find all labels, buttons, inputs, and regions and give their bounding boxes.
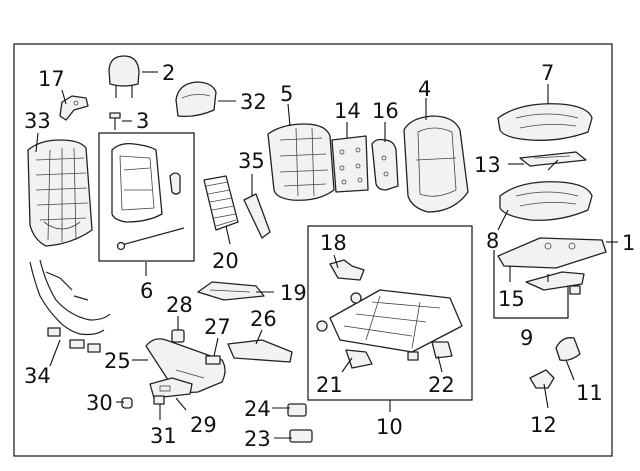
side-trim-part [243,193,271,239]
callout-23: 23 [244,427,271,451]
callout-35: 35 [238,149,265,173]
seat-back-frame-part [111,142,185,251]
callout-4: 4 [418,77,431,101]
seat-cushion-cover-part [499,181,593,221]
switch-part [149,377,193,399]
callout-33: 33 [24,109,51,133]
callout-32: 32 [240,90,267,114]
callout-26: 26 [250,307,277,331]
callout-24: 24 [244,397,271,421]
callout-15: 15 [498,287,525,311]
clip-24-part [287,403,307,417]
trim-bar-part [227,339,293,363]
group-bracket-9 [493,250,569,319]
bracket-part [59,95,89,121]
callout-2: 2 [162,61,175,85]
small-clip-part [205,355,221,365]
callout-20: 20 [212,249,239,273]
wiring-harness-part [29,259,111,353]
clip-23-part [289,429,313,443]
callout-34: 34 [24,364,51,388]
group-box-6 [98,132,195,262]
callout-8: 8 [486,229,499,253]
callout-30: 30 [86,391,113,415]
rail-bracket-part [197,281,265,301]
back-panel-part [331,135,369,193]
seat-back-cover-part [403,115,469,213]
callout-29: 29 [190,413,217,437]
callout-28: 28 [166,293,193,317]
bolt-part [109,112,121,130]
diagram-border [13,43,613,457]
callout-5: 5 [280,82,293,106]
side-shield-part [525,271,585,295]
callout-21: 21 [316,373,343,397]
callout-13: 13 [474,153,501,177]
callout-16: 16 [372,99,399,123]
leader-lines [35,71,618,439]
callout-numbers: 1 2 3 4 5 6 7 8 9 10 11 12 13 14 15 16 1… [24,61,635,451]
knob-part [121,397,133,409]
callout-10: 10 [376,415,403,439]
callout-19: 19 [280,281,307,305]
callout-31: 31 [150,424,177,448]
callout-27: 27 [204,315,231,339]
callout-9: 9 [520,326,533,350]
callout-1: 1 [622,231,635,255]
cover-part [555,337,581,362]
callout-6: 6 [140,279,153,303]
headrest-pad-part [175,81,217,118]
small-knob-part [153,395,165,405]
callout-3: 3 [136,109,149,133]
callout-12: 12 [530,413,557,437]
seat-cushion-pad-part [497,103,593,141]
small-bracket-part [529,369,555,389]
heater-mat-part [519,151,587,167]
seat-adjuster-part [316,259,463,369]
strip-panel-part [371,138,399,191]
callout-7: 7 [541,61,554,85]
seat-back-cushion-part [267,123,335,201]
callout-14: 14 [334,99,361,123]
callout-17: 17 [38,67,65,91]
clip-part [171,329,185,343]
headrest-part [108,55,140,98]
callout-18: 18 [320,231,347,255]
callout-11: 11 [576,381,603,405]
lumbar-spring-part [203,175,239,231]
callout-25: 25 [104,349,131,373]
cushion-frame-part [497,237,607,269]
callout-22: 22 [428,373,455,397]
seat-back-panel-part [27,139,93,247]
